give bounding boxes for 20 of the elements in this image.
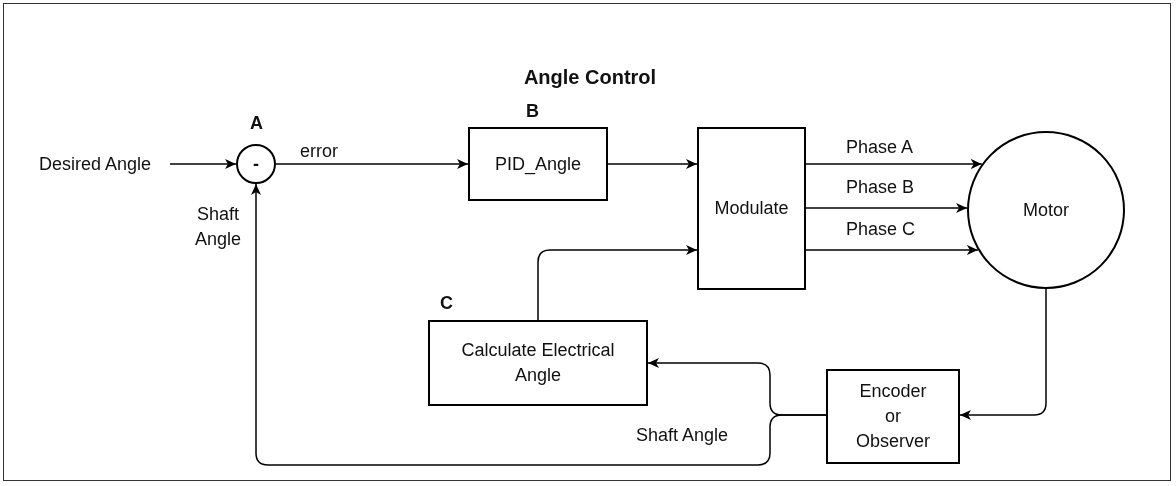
arrow: [805, 159, 983, 169]
callout-letter: C: [440, 292, 453, 315]
arrow: [537, 245, 698, 321]
arrow: [169, 159, 237, 169]
arrow: [959, 288, 1047, 420]
input-label: Desired Angle: [20, 150, 170, 178]
arrow: [805, 245, 979, 255]
process-box: PID_Angle: [468, 127, 608, 201]
arrow: [251, 183, 827, 466]
arrow: [607, 159, 698, 169]
process-box: Modulate: [697, 127, 806, 290]
summing-junction: -: [236, 144, 276, 184]
arrow: [805, 203, 968, 213]
signal-label: Shaft Angle: [193, 203, 242, 251]
arrow: [275, 159, 469, 169]
diagram-title: Angle Control: [522, 65, 658, 90]
process-box: Calculate Electrical Angle: [428, 320, 648, 406]
callout-letter: B: [526, 100, 539, 123]
callout-letter: A: [250, 112, 263, 135]
process-box: Encoder or Observer: [826, 369, 960, 464]
